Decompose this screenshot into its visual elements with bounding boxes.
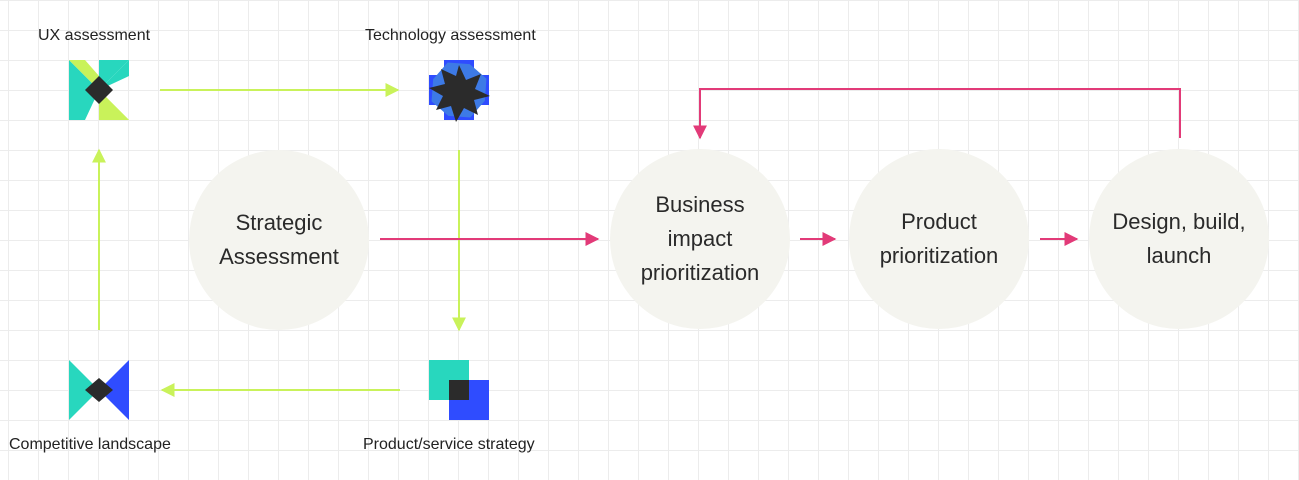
stage-strategic-text: Strategic Assessment [219,210,339,269]
ux-assessment-label: UX assessment [38,27,151,44]
competitive-landscape-label: Competitive landscape [9,436,171,453]
technology-assessment-label: Technology assessment [365,27,536,44]
product-strategy-label: Product/service strategy [363,436,535,453]
stage-business-text: Business impact prioritization [640,192,760,285]
stage-business-impact: Business impact prioritization [610,149,790,329]
stage-strategic-assessment: Strategic Assessment [189,150,369,330]
stage-product-text: Product prioritization [879,209,999,268]
stage-design-text: Design, build, launch [1112,209,1246,268]
stage-product-prioritization: Product prioritization [849,149,1029,329]
stage-design-build-launch: Design, build, launch [1089,149,1269,329]
arrow-design-loop-to-business [693,88,1181,140]
